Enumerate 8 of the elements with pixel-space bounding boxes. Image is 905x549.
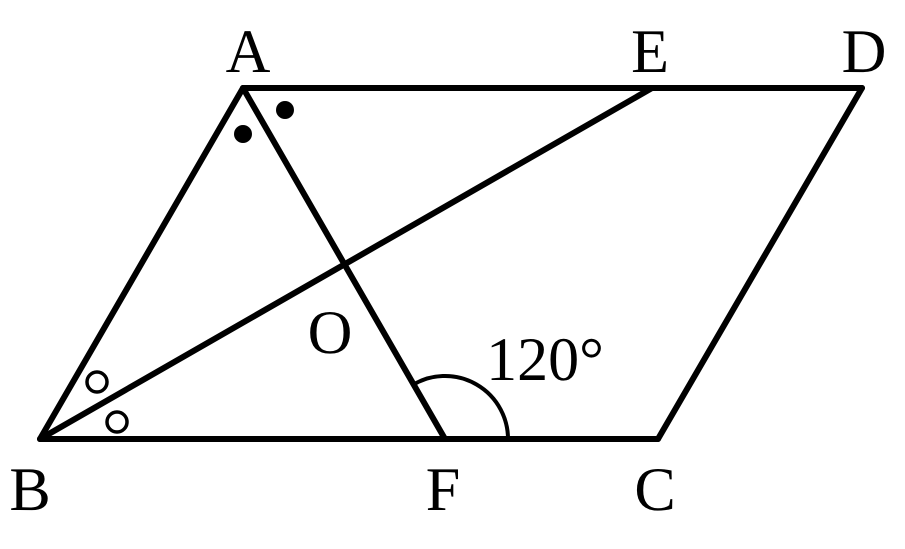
point-label: B: [9, 459, 51, 521]
point-label: F: [426, 459, 460, 521]
point-label: D: [842, 21, 886, 83]
point-label: E: [631, 21, 669, 83]
point-label: A: [226, 21, 270, 83]
angle-label: 120°: [486, 329, 604, 391]
point-label: O: [308, 302, 352, 364]
point-label: C: [634, 459, 676, 521]
